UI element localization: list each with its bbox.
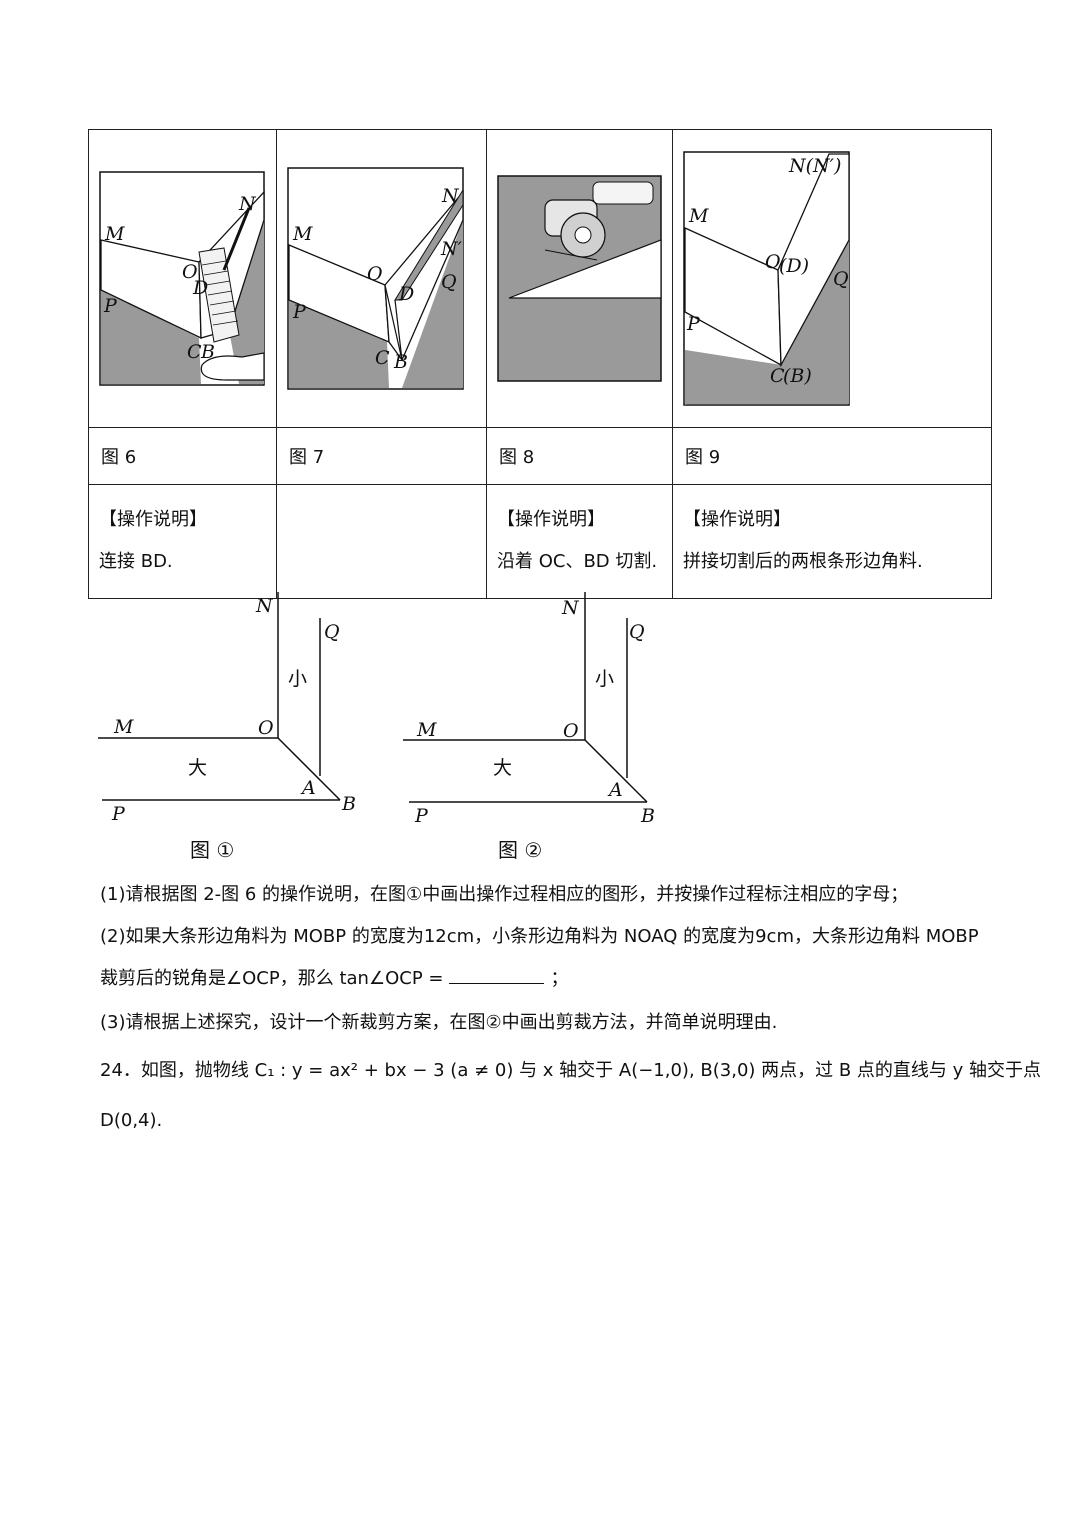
caption-figure-1: 图 ① [190, 838, 235, 862]
label-small: 小 [288, 668, 307, 690]
caption-figure-7: 图 7 [276, 427, 487, 485]
label-P: P [111, 803, 126, 825]
label-Q: Q [833, 268, 849, 290]
label-N: N [441, 185, 460, 207]
question-1: (1)请根据图 2-图 6 的操作说明，在图①中画出操作过程相应的图形，并按操作… [100, 884, 909, 905]
answer-blank[interactable] [449, 983, 545, 984]
label-B-paren: (B) [783, 365, 812, 387]
label-P: P [414, 805, 429, 827]
label-M: M [292, 223, 313, 245]
label-small: 小 [595, 668, 614, 690]
label-Q: Q [324, 621, 340, 643]
figure-6-illustration: M N O D P C B [99, 171, 265, 386]
question-2-text: 裁剪后的锐角是∠OCP，那么 tan∠OCP = [100, 968, 444, 989]
note-figure-6: 【操作说明】 连接 BD. [88, 484, 277, 599]
question-24-line-2: D(0,4). [100, 1110, 163, 1131]
caption-figure-9: 图 9 [672, 427, 992, 485]
label-N: N [238, 193, 257, 215]
label-D: D [398, 283, 414, 305]
label-O: O [563, 720, 579, 742]
figure-9-illustration: N(N′) M O (D) Q P C (B) [683, 151, 850, 406]
label-P: P [292, 301, 307, 323]
label-Q: Q [441, 271, 457, 293]
label-B: B [341, 793, 356, 815]
label-large: 大 [493, 757, 512, 779]
note-body: 连接 BD. [99, 551, 173, 572]
question-2-end: ； [550, 968, 569, 989]
label-B: B [200, 341, 215, 363]
question-2-line-2: 裁剪后的锐角是∠OCP，那么 tan∠OCP = ； [100, 964, 568, 990]
note-figure-9: 【操作说明】 拼接切割后的两根条形边角料. [672, 484, 992, 599]
label-C: C [375, 347, 390, 369]
figure-7-cell: M N N′ O Q D P C B [276, 129, 487, 428]
note-body: 沿着 OC、BD 切割. [497, 551, 658, 572]
figure-8-cell [486, 129, 673, 428]
note-title: 【操作说明】 [99, 509, 207, 530]
label-M: M [416, 719, 437, 741]
note-title: 【操作说明】 [683, 509, 791, 530]
label-B: B [640, 805, 655, 827]
label-O: O [367, 263, 383, 285]
label-C: C [187, 341, 202, 363]
label-C: C [770, 365, 785, 387]
label-A: A [300, 777, 316, 799]
label-P: P [686, 313, 701, 335]
label-N: N [561, 597, 580, 619]
diagram-figure-1: N Q 小 M O 大 A B P [98, 592, 356, 825]
operation-table: M N O D P C B M N N′ [88, 129, 992, 599]
label-N-Nprime: N(N′) [788, 155, 841, 177]
label-N-prime: N′ [440, 238, 463, 260]
note-title: 【操作说明】 [497, 509, 605, 530]
question-24-line-1: 24．如图，抛物线 C₁ : y = ax² + bx − 3 (a ≠ 0) … [100, 1060, 1042, 1081]
label-M: M [104, 223, 125, 245]
label-Q: Q [629, 621, 645, 643]
label-M: M [113, 716, 134, 738]
label-P: P [103, 295, 118, 317]
note-figure-7 [276, 484, 487, 599]
figure-8-illustration [497, 175, 662, 382]
note-figure-8: 【操作说明】 沿着 OC、BD 切割. [486, 484, 673, 599]
note-body: 拼接切割后的两根条形边角料. [683, 551, 923, 572]
label-N: N [255, 595, 274, 617]
label-O: O [182, 261, 198, 283]
caption-figure-6: 图 6 [88, 427, 277, 485]
label-B: B [393, 351, 408, 373]
diagram-figure-2: N Q 小 M O 大 A B P [403, 592, 655, 827]
figure-9-cell: N(N′) M O (D) Q P C (B) [672, 129, 992, 428]
label-large: 大 [188, 757, 207, 779]
label-O: O [765, 251, 781, 273]
label-O: O [258, 717, 274, 739]
label-M: M [688, 205, 709, 227]
label-D: D [192, 277, 208, 299]
figure-6-cell: M N O D P C B [88, 129, 277, 428]
label-D-paren: (D) [779, 255, 809, 277]
question-2-line-1: (2)如果大条形边角料为 MOBP 的宽度为12cm，小条形边角料为 NOAQ … [100, 926, 979, 947]
question-3: (3)请根据上述探究，设计一个新裁剪方案，在图②中画出剪裁方法，并简单说明理由. [100, 1012, 778, 1033]
label-A: A [607, 779, 623, 801]
caption-figure-2: 图 ② [498, 838, 543, 862]
caption-figure-8: 图 8 [486, 427, 673, 485]
figure-7-illustration: M N N′ O Q D P C B [287, 167, 464, 390]
